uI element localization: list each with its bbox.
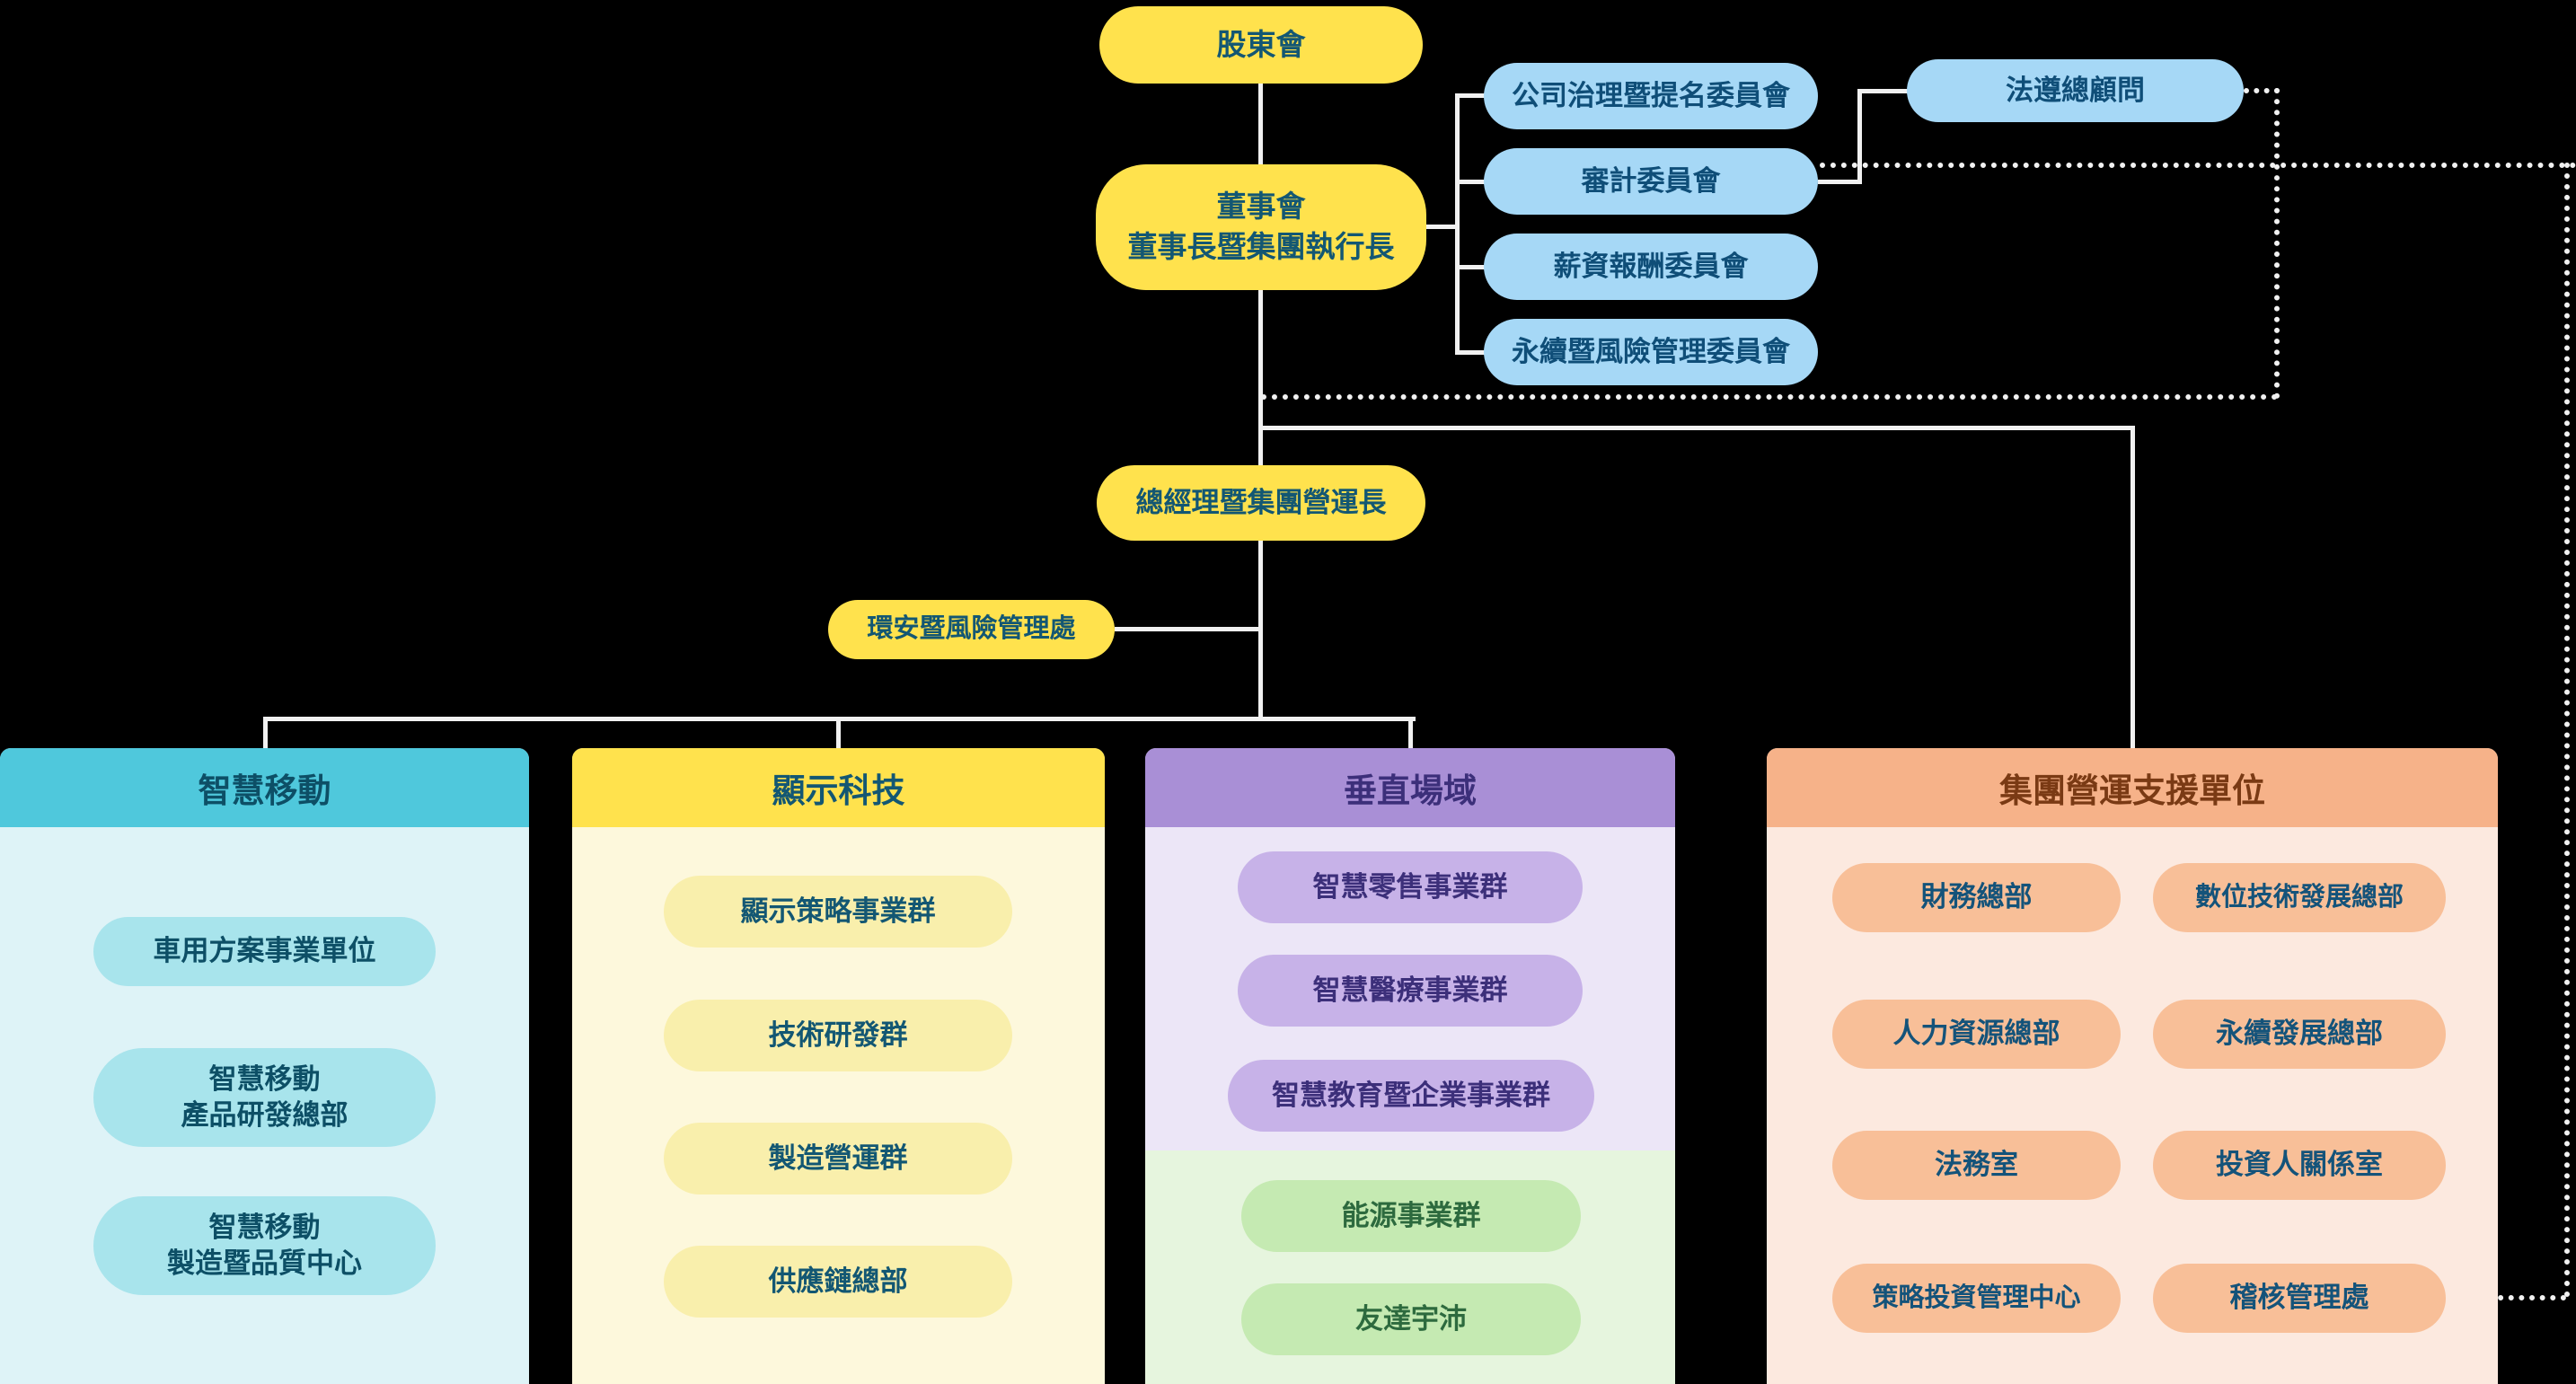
connector-stub-vertical	[1408, 717, 1413, 750]
connector-audit-compliance-bottom	[1818, 180, 1862, 184]
dotted-audit-right	[1820, 163, 2576, 168]
node-ehs-risk: 環安暨風險管理處	[828, 600, 1115, 659]
node-president-coo: 總經理暨集團營運長	[1097, 465, 1425, 541]
connector-audit-compliance-top	[1857, 89, 1910, 93]
item-display-strategy: 顯示策略事業群	[664, 876, 1012, 948]
item-digital-tech-hq: 數位技術發展總部	[2153, 863, 2446, 932]
connector-support-horizontal	[1258, 426, 2135, 430]
node-committee-governance: 公司治理暨提名委員會	[1484, 63, 1818, 129]
item-smart-healthcare: 智慧醫療事業群	[1238, 955, 1583, 1027]
item-auo-envirotech: 友達宇沛	[1241, 1283, 1581, 1355]
connector-shareholders-board	[1258, 84, 1263, 166]
item-supply-chain: 供應鏈總部	[664, 1246, 1012, 1318]
node-shareholders: 股東會	[1099, 6, 1423, 84]
connector-board-president	[1258, 287, 1263, 467]
dotted-compliance-trunk	[1261, 394, 2278, 400]
connector-stub-committee-2	[1455, 180, 1486, 184]
connector-audit-compliance-vertical	[1857, 89, 1862, 184]
item-hr-hq: 人力資源總部	[1832, 1000, 2121, 1069]
item-smart-education-enterprise: 智慧教育暨企業事業群	[1228, 1060, 1594, 1132]
connector-stub-committee-1	[1455, 93, 1486, 98]
panel-smart-mobility-header: 智慧移動	[0, 748, 529, 827]
node-board-chairman: 董事會 董事長暨集團執行長	[1096, 164, 1426, 290]
item-smart-retail: 智慧零售事業群	[1238, 851, 1583, 923]
item-investor-relations: 投資人關係室	[2153, 1131, 2446, 1200]
panel-vertical-domains-header: 垂直場域	[1145, 748, 1675, 827]
item-mobility-mfg-quality: 智慧移動 製造暨品質中心	[93, 1196, 436, 1295]
item-legal-office: 法務室	[1832, 1131, 2121, 1200]
node-chief-compliance: 法遵總顧問	[1907, 59, 2244, 122]
node-committee-compensation: 薪資報酬委員會	[1484, 234, 1818, 300]
item-energy-bg: 能源事業群	[1241, 1180, 1581, 1252]
item-sustainability-hq: 永續發展總部	[2153, 1000, 2446, 1069]
connector-support-vertical	[2130, 426, 2135, 750]
node-committee-sustainability-risk: 永續暨風險管理委員會	[1484, 319, 1818, 385]
connector-stub-mobility	[263, 717, 268, 750]
item-automotive-solutions: 車用方案事業單位	[93, 917, 436, 986]
connector-stub-committee-3	[1455, 265, 1486, 269]
dotted-audit-office-link	[2446, 1295, 2566, 1300]
dotted-right-edge-vertical	[2564, 163, 2570, 1298]
item-mobility-product-rd: 智慧移動 產品研發總部	[93, 1048, 436, 1147]
panel-support-units-header: 集團營運支援單位	[1767, 748, 2498, 827]
connector-stub-committee-4	[1455, 350, 1486, 355]
connector-board-committees	[1426, 225, 1460, 229]
dotted-compliance-right	[2244, 88, 2280, 93]
connector-committees-bracket	[1455, 93, 1460, 355]
item-finance-hq: 財務總部	[1832, 863, 2121, 932]
item-mfg-operations: 製造營運群	[664, 1123, 1012, 1194]
item-strategic-investment-center: 策略投資管理中心	[1832, 1264, 2121, 1333]
panel-display-tech-header: 顯示科技	[572, 748, 1105, 827]
item-audit-management: 稽核管理處	[2153, 1264, 2446, 1333]
connector-stub-display	[836, 717, 841, 750]
item-tech-rd: 技術研發群	[664, 1000, 1012, 1071]
dotted-compliance-vertical	[2274, 88, 2280, 399]
node-committee-audit: 審計委員會	[1484, 148, 1818, 215]
connector-ehs	[1115, 627, 1263, 631]
